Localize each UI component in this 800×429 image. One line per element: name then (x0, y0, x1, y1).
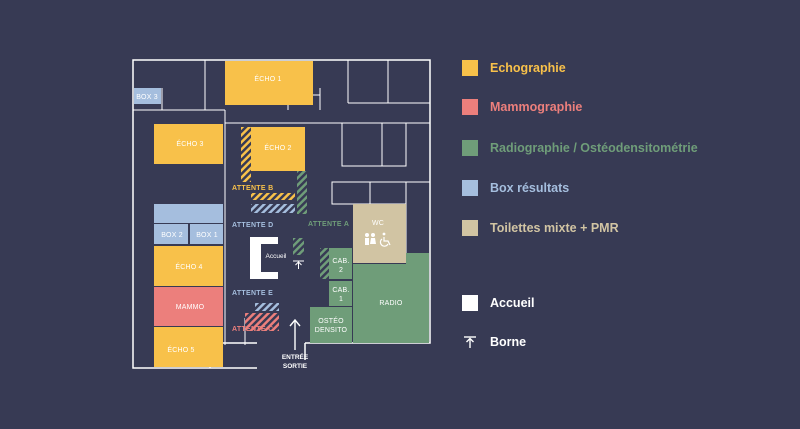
legend-label-mammographie: Mammographie (490, 100, 583, 114)
legend-swatch-accueil (462, 295, 478, 311)
legend-swatch-radiographie (462, 140, 478, 156)
legend-label-box-resultats: Box résultats (490, 181, 570, 195)
room-box2: BOX 2 (154, 224, 188, 244)
room-wc-label: WC (372, 220, 384, 227)
room-echo5-label: ÉCHO 5 (167, 345, 194, 354)
room-echo2-label: ÉCHO 2 (264, 143, 291, 152)
legend: Echographie Mammographie Radiographie / … (462, 0, 792, 429)
room-echo1-label: ÉCHO 1 (254, 74, 281, 83)
room-echo2: ÉCHO 2 (251, 127, 305, 171)
wheelchair-icon (379, 232, 391, 247)
room-cab1: CAB. 1 (329, 281, 352, 306)
room-mammo-label: MAMMO (176, 304, 205, 311)
room-cab2-label-2: 2 (339, 267, 343, 274)
room-osteo-label-1: OSTÉO (318, 316, 344, 325)
legend-swatch-box-resultats (462, 180, 478, 196)
room-box3-label: BOX 3 (136, 94, 158, 101)
legend-swatch-echographie (462, 60, 478, 76)
legend-item-borne: Borne (462, 332, 526, 352)
hatch-cab2-left (320, 248, 329, 279)
room-cab1-label-1: CAB. (332, 287, 349, 294)
room-cab2-label-1: CAB. (332, 258, 349, 265)
room-echo3: ÉCHO 3 (154, 124, 223, 164)
legend-item-accueil: Accueil (462, 293, 534, 313)
room-box-results-strip (154, 204, 223, 223)
hatch-waiting-e (255, 303, 279, 311)
legend-item-toilettes: Toilettes mixte + PMR (462, 218, 619, 238)
legend-swatch-toilettes (462, 220, 478, 236)
room-cab1-label-2: 1 (339, 296, 343, 303)
room-echo3-label: ÉCHO 3 (176, 139, 203, 148)
room-box1-label: BOX 1 (196, 232, 218, 239)
room-echo4: ÉCHO 4 (154, 246, 223, 286)
accueil-label: Accueil (266, 253, 288, 260)
legend-label-echographie: Echographie (490, 61, 566, 75)
hatch-accueil-green (293, 238, 304, 255)
legend-swatch-mammographie (462, 99, 478, 115)
legend-label-accueil: Accueil (490, 296, 535, 310)
waiting-d-label: ATTENTE D (232, 222, 273, 229)
wc-people-icon (365, 233, 376, 245)
room-echo4-label: ÉCHO 4 (175, 262, 202, 271)
legend-item-box-resultats: Box résultats (462, 178, 569, 198)
legend-label-borne: Borne (490, 335, 527, 349)
room-box2-label: BOX 2 (161, 232, 183, 239)
legend-label-radiographie: Radiographie / Ostéodensitométrie (490, 141, 698, 155)
borne-icon (464, 336, 476, 348)
room-osteo-label-2: DENSITO (315, 327, 348, 334)
room-radio: RADIO (353, 253, 429, 343)
legend-item-echographie: Echographie (462, 58, 566, 78)
room-box1: BOX 1 (190, 224, 223, 244)
legend-label-toilettes: Toilettes mixte + PMR (490, 221, 619, 235)
room-cab2: CAB. 2 (329, 248, 352, 279)
entrance-label-line1: ENTRÉE (282, 352, 309, 361)
room-echo1: ÉCHO 1 (225, 61, 313, 105)
waiting-b-label: ATTENTE B (232, 185, 273, 192)
room-radio-label: RADIO (379, 300, 403, 307)
entrance-label-line2: SORTIE (283, 363, 308, 370)
room-echo5: ÉCHO 5 (154, 327, 223, 367)
waiting-c-label: ATTENTE C (232, 326, 273, 333)
accueil-desk: Accueil (250, 237, 287, 279)
borne-icon (293, 260, 304, 269)
room-mammo: MAMMO (154, 287, 223, 326)
waiting-a-label: ATTENTE A (308, 221, 349, 228)
legend-item-radiographie: Radiographie / Ostéodensitométrie (462, 138, 698, 158)
hatch-echo2-waiting (241, 127, 251, 182)
room-wc: WC (353, 204, 406, 263)
waiting-e-label: ATTENTE E (232, 290, 273, 297)
legend-item-mammographie: Mammographie (462, 97, 582, 117)
entrance-arrow-icon (289, 318, 301, 350)
hatch-waiting-b (251, 171, 307, 214)
hatch-waiting-c (245, 313, 279, 331)
room-box3: BOX 3 (134, 88, 161, 104)
room-osteo-densito: OSTÉO DENSITO (310, 307, 352, 343)
